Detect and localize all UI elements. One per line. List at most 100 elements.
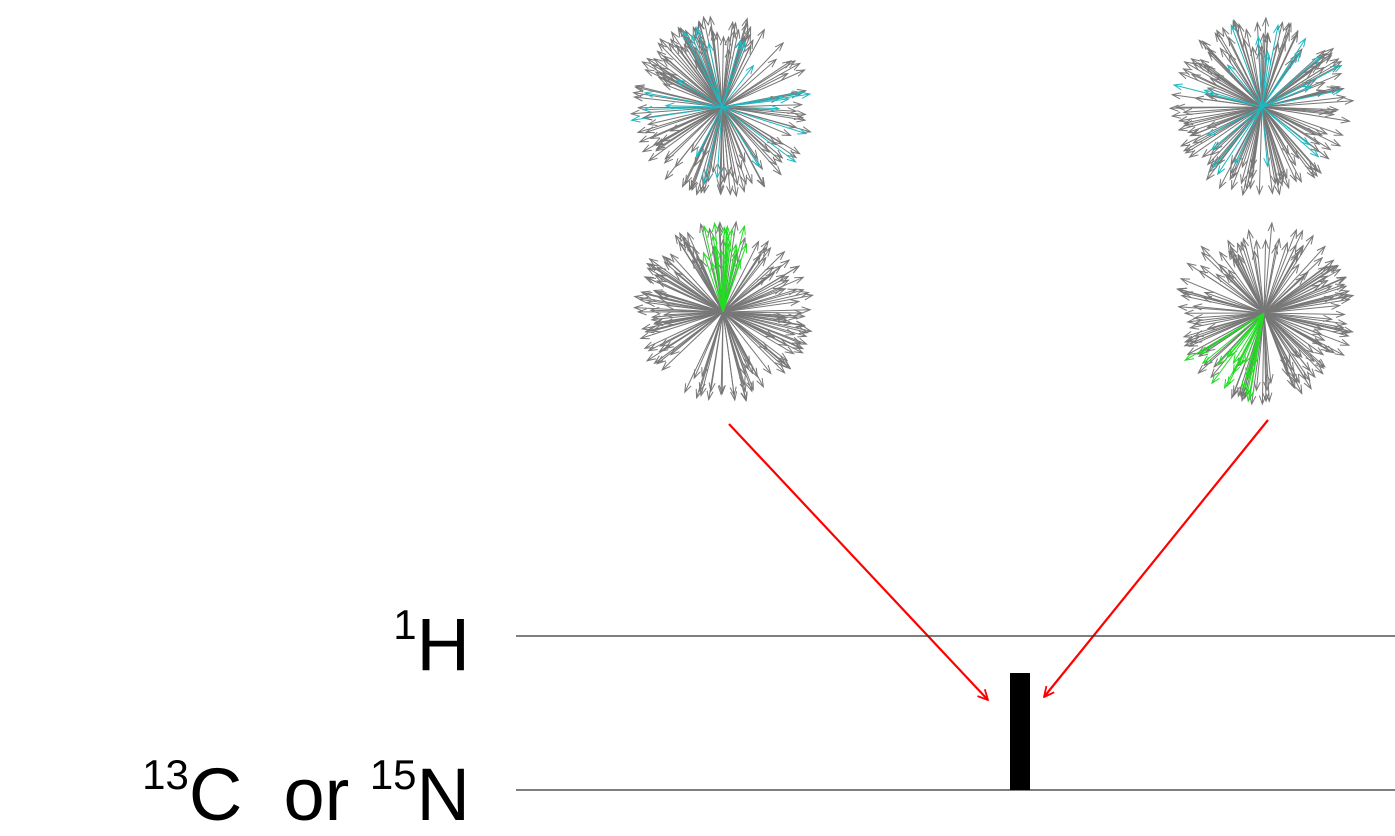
highlighted-vector-arrow bbox=[691, 34, 723, 108]
gray-vector-arrow bbox=[1261, 41, 1280, 108]
gray-vector-arrow bbox=[632, 94, 723, 108]
gray-vector-arrow bbox=[1193, 312, 1265, 337]
gray-vector-arrow bbox=[707, 15, 723, 108]
highlighted-vector-arrow bbox=[721, 106, 808, 135]
gray-vector-arrow bbox=[655, 106, 723, 147]
gray-vector-arrow bbox=[722, 306, 812, 314]
gray-vector-arrow bbox=[1261, 58, 1340, 108]
highlighted-vector-arrow bbox=[1245, 312, 1265, 397]
gray-vector-arrow bbox=[1175, 287, 1265, 314]
highlighted-vector-arrow bbox=[630, 106, 723, 123]
highlighted-vector-arrow bbox=[1172, 83, 1263, 108]
gray-vector-arrow bbox=[1215, 273, 1265, 314]
gray-vector-arrow bbox=[721, 106, 807, 123]
gray-vector-arrow bbox=[1177, 303, 1265, 314]
gray-vector-arrow bbox=[652, 289, 724, 313]
or-text: or bbox=[283, 753, 350, 836]
highlighted-vector-arrow bbox=[721, 39, 742, 108]
gray-vector-arrow bbox=[1197, 270, 1265, 314]
gray-vector-arrow bbox=[1261, 106, 1332, 151]
gray-vector-arrow bbox=[1248, 106, 1263, 190]
gray-vector-arrow bbox=[659, 311, 724, 347]
gray-vector-arrow bbox=[722, 311, 748, 402]
gray-vector-arrow bbox=[1232, 255, 1265, 314]
gray-vector-arrow bbox=[1263, 312, 1348, 327]
gray-vector-arrow bbox=[1219, 47, 1263, 108]
highlighted-vector-arrow bbox=[722, 224, 746, 313]
highlighted-vector-arrow bbox=[1234, 106, 1263, 166]
highlighted-vector-arrow bbox=[702, 106, 723, 185]
gray-vector-arrow bbox=[664, 106, 723, 160]
gray-vector-arrow bbox=[1177, 106, 1263, 123]
gray-vector-arrow bbox=[722, 240, 769, 313]
proton-mass-number: 1 bbox=[393, 601, 417, 648]
gray-vector-arrow bbox=[1183, 309, 1265, 317]
gray-vector-arrow bbox=[721, 58, 778, 108]
gray-vector-arrow bbox=[1263, 276, 1347, 314]
highlighted-vector-arrow bbox=[1216, 106, 1263, 176]
gray-vector-arrow bbox=[721, 62, 802, 108]
highlighted-vector-arrow bbox=[1183, 312, 1265, 362]
heteronuclear-pulse bbox=[1010, 673, 1030, 790]
gray-vector-arrow bbox=[722, 311, 786, 374]
gray-vector-arrow bbox=[721, 106, 732, 178]
gray-vector-arrow bbox=[1252, 249, 1265, 314]
gray-vector-arrow bbox=[1178, 72, 1263, 108]
highlighted-vector-arrow bbox=[1211, 312, 1265, 385]
gray-vector-arrow bbox=[1240, 106, 1263, 185]
highlighted-vector-arrow bbox=[1261, 37, 1307, 108]
right-heteronuclear-sphere bbox=[1175, 221, 1355, 406]
gray-vector-arrow bbox=[654, 71, 723, 108]
carbon-symbol: C bbox=[188, 753, 243, 836]
gray-vector-arrow bbox=[1201, 40, 1263, 108]
gray-vector-arrow bbox=[717, 106, 725, 196]
gray-vector-arrow bbox=[649, 106, 723, 139]
gray-vector-arrow bbox=[661, 311, 724, 372]
left-heteronuclear-sphere bbox=[633, 220, 815, 402]
gray-vector-arrow bbox=[721, 106, 798, 159]
gray-vector-arrow bbox=[1263, 312, 1351, 346]
gray-vector-arrow bbox=[1180, 293, 1265, 314]
highlighted-vector-arrow bbox=[707, 41, 723, 108]
highlighted-vector-arrow bbox=[1261, 106, 1271, 168]
gray-vector-arrow bbox=[722, 279, 790, 313]
gray-vector-arrow bbox=[722, 311, 803, 344]
gray-vector-arrow bbox=[722, 311, 769, 351]
gray-vector-arrow bbox=[1193, 95, 1263, 108]
gray-vector-arrow bbox=[1199, 265, 1265, 314]
gray-vector-arrow bbox=[722, 265, 801, 313]
highlighted-vector-arrow bbox=[720, 225, 728, 313]
gray-vector-arrow bbox=[722, 311, 772, 375]
gray-vector-arrow bbox=[657, 42, 723, 108]
gray-vector-arrow bbox=[721, 106, 771, 154]
gray-vector-arrow bbox=[1263, 228, 1297, 314]
gray-vector-arrow bbox=[669, 253, 724, 313]
gray-vector-arrow bbox=[721, 106, 739, 198]
gray-vector-arrow bbox=[722, 311, 738, 402]
gray-vector-arrow bbox=[663, 55, 723, 108]
gray-vector-arrow bbox=[721, 35, 732, 108]
gray-vector-arrow bbox=[1261, 106, 1282, 196]
gray-vector-arrow bbox=[652, 57, 723, 108]
gray-vector-arrow bbox=[721, 106, 746, 163]
gray-vector-arrow bbox=[722, 311, 754, 392]
gray-vector-arrow bbox=[722, 311, 746, 386]
gray-vector-arrow bbox=[667, 41, 723, 108]
gray-vector-arrow bbox=[1237, 22, 1263, 108]
gray-vector-arrow bbox=[1263, 312, 1307, 381]
gray-vector-arrow bbox=[1261, 106, 1344, 136]
gray-vector-arrow bbox=[1262, 312, 1270, 403]
gray-vector-arrow bbox=[1244, 27, 1263, 108]
highlighted-vector-arrow bbox=[1261, 88, 1342, 108]
gray-vector-arrow bbox=[722, 264, 783, 313]
gray-vector-arrow bbox=[1253, 239, 1265, 314]
gray-vector-arrow bbox=[649, 306, 724, 314]
highlighted-vector-arrow bbox=[721, 106, 760, 168]
gray-vector-arrow bbox=[721, 106, 743, 171]
gray-vector-arrow bbox=[721, 106, 766, 188]
gray-vector-arrow bbox=[654, 106, 723, 152]
gray-vector-arrow bbox=[1190, 106, 1263, 137]
gray-vector-arrow bbox=[721, 106, 782, 176]
highlighted-vector-arrow bbox=[1261, 55, 1322, 108]
